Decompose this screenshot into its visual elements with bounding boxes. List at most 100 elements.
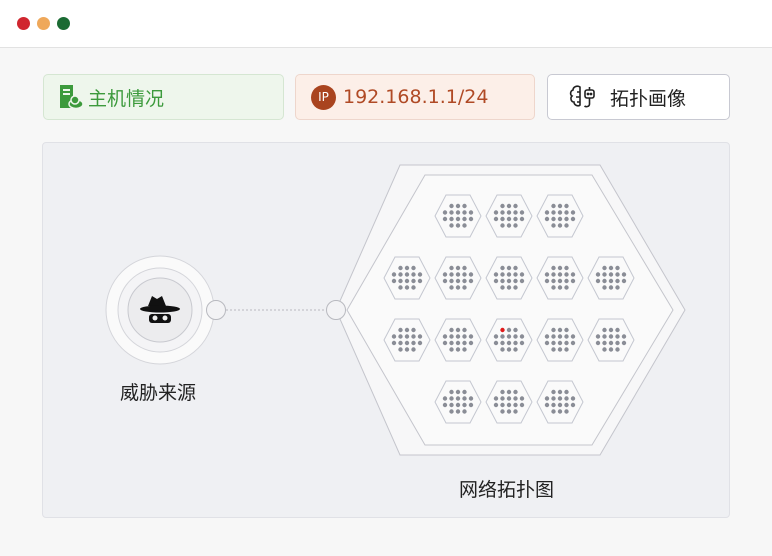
host-dot [519,396,525,401]
host-dot [615,278,620,284]
close-button[interactable] [17,17,30,30]
host-dot [500,278,505,284]
host-status-button[interactable]: 主机情况 [43,74,284,120]
host-dot [500,265,505,271]
network-node[interactable] [485,194,533,238]
host-dot [564,402,569,408]
network-node[interactable] [485,380,533,424]
host-dot [500,334,505,339]
host-dot [513,340,518,346]
host-dot [455,402,461,408]
network-node[interactable] [383,318,431,362]
host-dot [513,396,518,401]
host-dot [404,334,410,339]
host-dot [513,272,518,277]
ip-range-field[interactable]: IP 192.168.1.1/24 [295,74,535,120]
host-dot [462,210,467,215]
host-dot [551,334,556,339]
server-cloud-icon [60,85,84,110]
host-dot [417,340,423,346]
host-dot [513,347,518,352]
host-dot [500,347,505,352]
host-dot [442,402,448,408]
host-dot [493,278,499,284]
host-dot [468,216,474,222]
host-dot [455,340,461,346]
host-dot [449,216,454,222]
network-node[interactable] [587,318,635,362]
host-dot [417,278,423,284]
network-node[interactable] [536,194,584,238]
host-dot [506,285,512,290]
host-dot [462,285,467,290]
host-dot [615,285,620,290]
host-dot [544,334,550,339]
maximize-button[interactable] [57,17,70,30]
host-dot [500,203,505,209]
host-dot [500,223,505,228]
host-dot [608,340,614,346]
host-dot [564,347,569,352]
host-dot [398,272,403,277]
host-dot [615,334,620,339]
minimize-button[interactable] [37,17,50,30]
network-node[interactable] [587,256,635,300]
host-dot [462,265,467,271]
host-dot [455,203,461,209]
topology-profile-button[interactable]: 拓扑画像 [547,74,730,120]
host-dot [595,278,601,284]
topology-profile-label: 拓扑画像 [610,87,687,110]
host-dot [404,340,410,346]
host-dot [602,272,607,277]
network-node[interactable] [536,380,584,424]
host-dot [513,278,518,284]
host-dot [449,334,454,339]
host-dot [557,223,563,228]
network-node[interactable] [434,380,482,424]
network-node[interactable] [434,256,482,300]
host-dot [493,210,499,215]
network-node[interactable] [434,318,482,362]
network-node[interactable] [485,256,533,300]
host-dot [513,265,518,271]
host-dot [519,340,525,346]
host-dot [513,389,518,395]
host-dot [500,340,505,346]
host-dot [557,265,563,271]
host-dot [411,334,416,339]
host-dot [417,272,423,277]
host-dot [404,347,410,352]
network-node[interactable] [536,318,584,362]
host-dot [551,203,556,209]
host-dot [462,347,467,352]
network-node[interactable] [434,194,482,238]
host-dot [417,334,423,339]
host-dot [455,389,461,395]
host-dot [615,265,620,271]
host-dot [398,334,403,339]
host-dot [519,272,525,277]
host-dot [391,340,397,346]
host-dot [564,285,569,290]
host-dot [564,327,569,333]
host-dot [455,334,461,339]
spy-hacker-icon [140,296,180,323]
host-dot [519,278,525,284]
host-dot [455,409,461,414]
network-node[interactable] [485,318,533,362]
host-dot [570,402,576,408]
host-dot [513,223,518,228]
host-dot [506,272,512,277]
network-node[interactable] [383,256,431,300]
threat-source-node[interactable] [105,255,215,365]
host-dot [551,285,556,290]
host-dot [500,396,505,401]
host-dot [564,203,569,209]
host-dot [462,272,467,277]
host-dot [564,278,569,284]
host-status-label: 主机情况 [88,87,165,110]
host-dot [449,265,454,271]
host-dot [398,265,403,271]
network-topology-label: 网络拓扑图 [459,479,555,501]
network-node[interactable] [536,256,584,300]
